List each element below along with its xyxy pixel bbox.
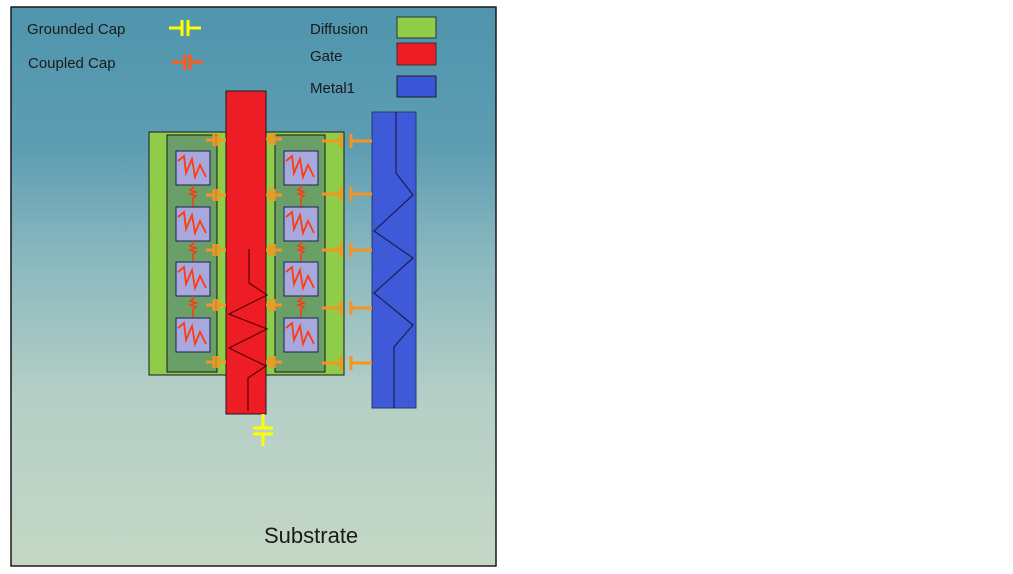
legend-grounded-cap-label: Grounded Cap — [27, 21, 125, 38]
contact-cut — [283, 150, 319, 186]
diffusion-resistor — [187, 185, 199, 207]
contact-resistor — [285, 265, 315, 292]
substrate-label: Substrate — [264, 523, 358, 548]
legend-gate-swatch — [396, 42, 437, 66]
diffusion-resistor — [295, 241, 307, 262]
legend-metal1-swatch — [396, 75, 437, 98]
grounded-capacitor-icon — [169, 20, 201, 36]
contact-resistor — [177, 210, 207, 237]
coupled-capacitor-icon — [172, 54, 203, 70]
gate-resistor — [227, 249, 269, 411]
contact-resistor — [177, 321, 207, 348]
contact-resistor — [285, 321, 315, 348]
legend-diffusion-swatch — [396, 16, 437, 39]
legend-gate-label: Gate — [310, 48, 343, 65]
diffusion-resistor — [187, 241, 199, 262]
diffusion-resistor — [295, 185, 307, 207]
gate-grounded-capacitor-icon — [253, 414, 273, 446]
legend-metal1-label: Metal1 — [310, 80, 355, 97]
diffusion-resistor — [295, 296, 307, 318]
contact-resistor — [285, 154, 315, 181]
metal1-resistor — [373, 112, 414, 408]
contact-resistor — [285, 210, 315, 237]
contact-resistor — [177, 154, 207, 181]
legend-diffusion-label: Diffusion — [310, 21, 368, 38]
contact-resistor — [177, 265, 207, 292]
gate-poly — [225, 90, 267, 415]
legend-coupled-cap-label: Coupled Cap — [28, 55, 116, 72]
diffusion-resistor — [187, 296, 199, 318]
